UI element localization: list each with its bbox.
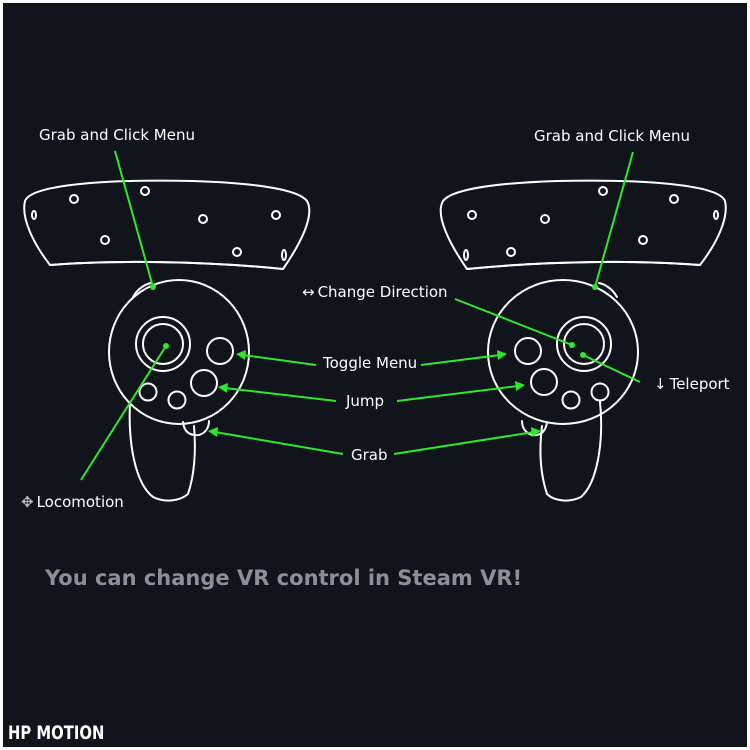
down-arrow-icon: ↓ — [654, 375, 667, 393]
right-handle — [539, 401, 603, 502]
right-controller — [439, 179, 727, 502]
left-ring-leds — [31, 186, 287, 261]
left-thumbstick-outer — [135, 316, 191, 372]
move-arrows-icon: ✥ — [21, 493, 34, 511]
brand-logo: HP MOTION — [8, 722, 105, 744]
left-menu-button — [206, 337, 234, 365]
pointer-change-direction — [454, 298, 573, 346]
pointer-toggle-menu-left — [242, 354, 317, 366]
pointer-grab-click-right — [594, 151, 634, 288]
left-button-y — [167, 390, 187, 410]
left-tracking-ring — [23, 179, 311, 270]
left-handle — [128, 401, 196, 502]
pointer-lines — [80, 150, 641, 481]
pointer-jump-right — [396, 385, 519, 402]
label-grab-click-right: Grab and Click Menu — [534, 127, 690, 145]
pointer-jump-left — [224, 387, 337, 402]
label-grab: Grab — [351, 446, 388, 464]
left-controller-face — [108, 279, 250, 425]
label-grab-click-left: Grab and Click Menu — [39, 126, 195, 144]
pointer-grab-click-left — [114, 150, 154, 288]
label-locomotion: ✥Locomotion — [21, 493, 124, 511]
steam-vr-note: You can change VR control in Steam VR! — [45, 566, 523, 590]
right-button-a — [590, 382, 610, 402]
label-toggle-menu: Toggle Menu — [323, 354, 418, 372]
right-controller-face — [487, 279, 639, 425]
controller-diagram — [23, 150, 727, 502]
right-button-b — [561, 390, 581, 410]
left-controller — [23, 179, 311, 502]
right-thumbstick-inner — [563, 323, 605, 365]
horizontal-arrows-icon: ↔ — [302, 283, 315, 301]
left-thumbstick-inner — [142, 323, 184, 365]
right-jump-button — [530, 368, 558, 396]
left-button-x — [138, 382, 158, 402]
controls-panel: Grab and Click Menu Grab and Click Menu … — [3, 3, 747, 747]
pointer-teleport — [582, 354, 641, 383]
pointer-grab-right — [393, 431, 535, 455]
right-tracking-ring — [439, 179, 727, 270]
pointer-toggle-menu-right — [420, 354, 501, 366]
label-jump: Jump — [346, 392, 385, 410]
label-teleport: ↓Teleport — [654, 375, 730, 393]
right-thumbstick-outer — [556, 316, 612, 372]
pointer-locomotion — [80, 345, 167, 481]
left-grab-button — [182, 420, 210, 437]
label-change-direction: ↔Change Direction — [302, 283, 448, 301]
left-jump-button — [190, 369, 218, 397]
pointer-grab-left — [214, 431, 344, 455]
right-ring-leds — [463, 186, 719, 261]
right-menu-button — [514, 337, 542, 365]
